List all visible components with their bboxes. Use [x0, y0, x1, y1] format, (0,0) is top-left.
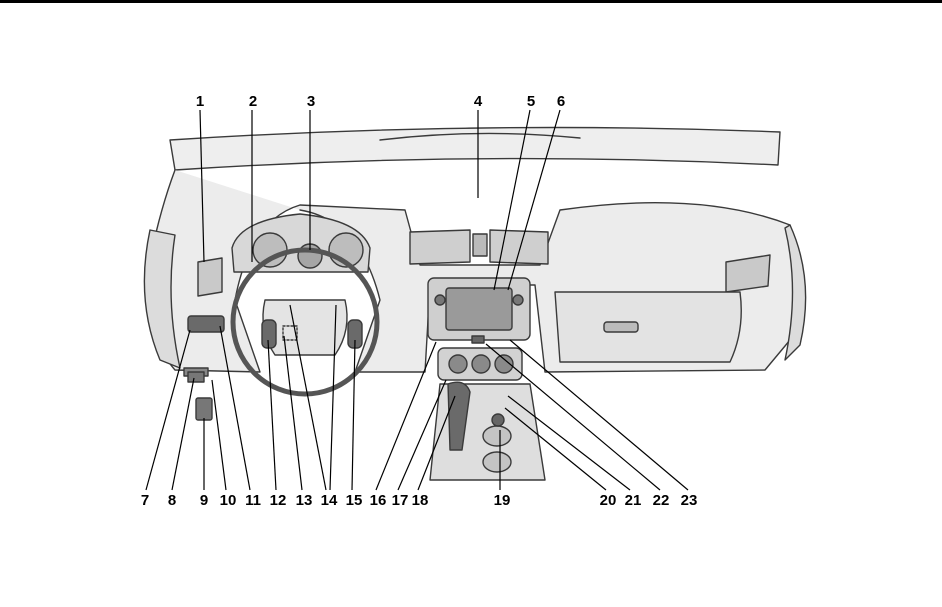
wheel-control-left: [262, 320, 276, 348]
light-switch-panel: [188, 316, 224, 332]
callout-3: 3: [307, 93, 315, 110]
callout-9: 9: [200, 492, 208, 509]
callout-22: 22: [653, 492, 670, 509]
cupholder-2: [483, 452, 511, 472]
power-outlet: [492, 414, 504, 426]
callout-6: 6: [557, 93, 565, 110]
callout-16: 16: [370, 492, 387, 509]
climate-knob-1: [449, 355, 467, 373]
callout-12: 12: [270, 492, 287, 509]
vent-right: [726, 255, 770, 292]
callout-20: 20: [600, 492, 617, 509]
climate-knob-2: [472, 355, 490, 373]
callout-17: 17: [392, 492, 409, 509]
display-screen: [446, 288, 512, 330]
vent-center-right: [490, 230, 548, 264]
leader-13: [284, 336, 302, 490]
callout-8: 8: [168, 492, 176, 509]
usb-port: [472, 336, 484, 343]
callout-18: 18: [412, 492, 429, 509]
callout-1: 1: [196, 93, 204, 110]
callout-21: 21: [625, 492, 642, 509]
callout-23: 23: [681, 492, 698, 509]
callout-5: 5: [527, 93, 535, 110]
callout-7: 7: [141, 492, 149, 509]
vent-left: [198, 258, 222, 296]
vent-center-left: [410, 230, 470, 264]
callout-15: 15: [346, 492, 363, 509]
radio-knob-right: [513, 295, 523, 305]
cupholder-1: [483, 426, 511, 446]
leader-10: [212, 380, 226, 490]
glove-box: [555, 292, 741, 362]
radio-knob-left: [435, 295, 445, 305]
callout-13: 13: [296, 492, 313, 509]
leader-15: [352, 340, 355, 490]
callout-4: 4: [474, 93, 483, 110]
brake-pedal: [196, 398, 212, 420]
callout-10: 10: [220, 492, 237, 509]
leader-12: [268, 340, 276, 490]
glove-box-handle: [604, 322, 638, 332]
callout-14: 14: [321, 492, 338, 509]
callout-19: 19: [494, 492, 511, 509]
hazard-switch: [473, 234, 487, 256]
leader-8: [172, 378, 194, 490]
parking-brake: [188, 372, 204, 382]
callout-11: 11: [245, 492, 261, 509]
callout-2: 2: [249, 93, 257, 110]
